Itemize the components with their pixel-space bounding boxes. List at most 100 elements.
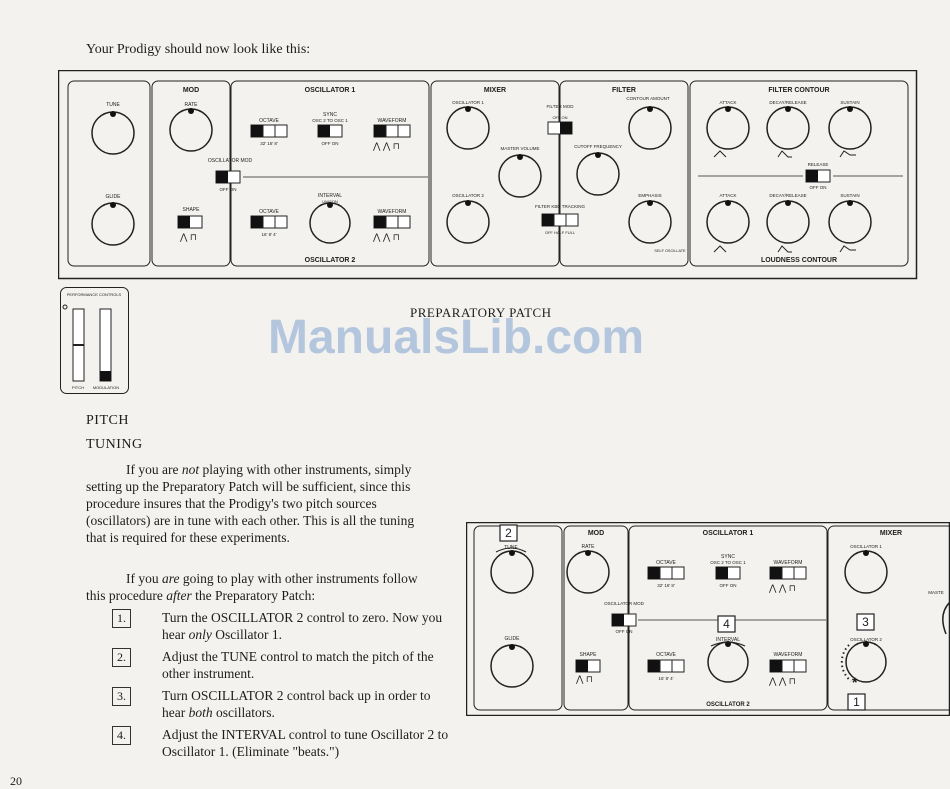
fc-decay-knob <box>766 106 810 150</box>
detail-osc-mod-label: OSCILLATOR MOD <box>604 601 645 606</box>
fc-sustain-label: SUSTAIN <box>840 100 859 105</box>
svg-text:⋀ ⋀ ⊓: ⋀ ⋀ ⊓ <box>768 583 796 593</box>
interval-knob <box>309 202 351 244</box>
step-number: 4. <box>112 726 131 745</box>
heading-pitch: PITCH <box>86 413 129 428</box>
detail-sync-label: SYNC <box>721 554 735 560</box>
detail-rate-label: RATE <box>582 544 596 550</box>
intro-text: Your Prodigy should now look like this: <box>86 42 311 57</box>
interval-label: INTERVAL <box>318 193 342 199</box>
svg-text:1: 1 <box>853 695 860 709</box>
svg-text:2: 2 <box>505 526 512 540</box>
detail-interval-label: INTERVAL <box>716 637 740 643</box>
callout-3 <box>856 613 875 631</box>
step-number: 3. <box>112 687 131 706</box>
sync-sub-label: OSC 2 TO OSC 1 <box>312 118 348 123</box>
mixer-osc1-knob <box>446 106 490 150</box>
osc-mod-off-on: OFF ON <box>220 187 237 192</box>
contour-amount-label: CONTOUR AMOUNT <box>626 96 669 101</box>
detail-master-label: MASTE <box>928 590 944 595</box>
detail-interval-knob <box>707 641 749 683</box>
lc-decay-knob <box>766 200 810 244</box>
detail-sync-sub: OSC 2 TO OSC 1 <box>710 560 746 565</box>
shape-label: SHAPE <box>183 207 201 213</box>
sync-off-on: OFF ON <box>322 141 339 146</box>
detail-off-on: OFF ON <box>616 629 633 634</box>
tune-label: TUNE <box>106 102 120 108</box>
detail-glide-label: GLIDE <box>504 636 520 642</box>
osc2-octave-values: 16' 8' 4' <box>261 232 276 237</box>
filter-kbd-values: OFF HALF FULL <box>545 230 576 235</box>
fc-sustain-knob <box>828 106 872 150</box>
contour-amount-knob <box>628 106 672 150</box>
step-number: 2. <box>112 648 131 667</box>
sync-label: SYNC <box>323 112 337 118</box>
rate-knob <box>169 108 213 152</box>
tune-knob <box>91 111 135 155</box>
watermark: ManualsLib.com <box>268 311 645 364</box>
detail-octave1-values: 32' 16' 8' <box>657 583 675 588</box>
modulation-wheel <box>99 308 112 382</box>
mixer-osc2-label: OSCILLATOR 2 <box>452 193 484 198</box>
detail-rate-knob <box>566 550 610 594</box>
detail-osc2-title: OSCILLATOR 2 <box>706 702 750 708</box>
detail-waveform1-label: WAVEFORM <box>774 560 803 566</box>
paragraph-intro: If you are not playing with other instru… <box>86 462 415 545</box>
filter-contour-title: FILTER CONTOUR <box>768 87 829 94</box>
svg-text:⋀ ⋀ ⊓: ⋀ ⋀ ⊓ <box>372 141 400 151</box>
detail-mixer-osc1-label: OSCILLATOR 1 <box>850 544 882 549</box>
detail-mixer-osc1-knob <box>844 550 888 594</box>
unison-label: UNISON <box>322 199 338 204</box>
lc-attack-knob <box>706 200 750 244</box>
fc-decay-label: DECAY/RELEASE <box>769 100 806 105</box>
filter-mod-off-on: OFF ON <box>552 115 567 120</box>
callout-4 <box>717 615 736 633</box>
perf-title: PERFORMANCE CONTROLS <box>67 292 122 297</box>
self-osc-label: SELF OSCILLATE <box>654 249 686 253</box>
detail-mixer-title: MIXER <box>880 530 902 537</box>
glide-label: GLIDE <box>105 194 121 200</box>
mixer-osc1-label: OSCILLATOR 1 <box>452 100 484 105</box>
detail-tune-knob <box>490 550 534 594</box>
osc1-octave-values: 32' 16' 8' <box>260 141 278 146</box>
svg-text:⋀ ⋀ ⊓: ⋀ ⋀ ⊓ <box>768 676 796 686</box>
pitch-label: PITCH <box>72 385 84 390</box>
paragraph-procedure: If you are going to play with other inst… <box>86 571 418 603</box>
figure-caption: PREPARATORY PATCH <box>410 305 552 320</box>
rate-label: RATE <box>185 102 199 108</box>
cutoff-knob <box>576 152 620 196</box>
detail-octave1-label: OCTAVE <box>656 560 676 566</box>
osc-mod-label: OSCILLATOR MOD <box>208 158 253 164</box>
svg-text:⋀ ⊓: ⋀ ⊓ <box>179 232 197 242</box>
detail-sync-off-on: OFF ON <box>720 583 737 588</box>
detail-waveform2-label: WAVEFORM <box>774 652 803 658</box>
osc1-title: OSCILLATOR 1 <box>305 87 356 94</box>
detail-shape-label: SHAPE <box>580 652 598 658</box>
lc-decay-label: DECAY/RELEASE <box>769 193 806 198</box>
detail-mixer-osc2-label: OSCILLATOR 2 <box>850 637 882 642</box>
master-volume-label: MASTER VOLUME <box>500 146 539 151</box>
glide-knob <box>91 202 135 246</box>
filter-title: FILTER <box>612 87 636 94</box>
lc-sustain-label: SUSTAIN <box>840 193 859 198</box>
release-off-on: OFF ON <box>810 185 827 190</box>
svg-text:3: 3 <box>862 615 869 629</box>
filter-kbd-label: FILTER KBD TRACKING <box>535 204 586 209</box>
detail-mod-title: MOD <box>588 530 604 537</box>
osc1-waveform-label: WAVEFORM <box>378 118 407 124</box>
lc-attack-label: ATTACK <box>719 193 736 198</box>
osc2-title: OSCILLATOR 2 <box>305 257 356 264</box>
osc2-waveform-label: WAVEFORM <box>378 209 407 215</box>
osc2-octave-label: OCTAVE <box>259 209 279 215</box>
lc-sustain-knob <box>828 200 872 244</box>
master-volume-knob <box>498 154 542 198</box>
emphasis-label: EMPHASIS <box>638 193 661 198</box>
svg-text:⋀ ⊓: ⋀ ⊓ <box>575 674 593 684</box>
mixer-title: MIXER <box>484 87 506 94</box>
detail-osc1-title: OSCILLATOR 1 <box>703 530 754 537</box>
release-label: RELEASE <box>808 162 829 167</box>
detail-glide-knob <box>490 644 534 688</box>
step-number: 1. <box>112 609 131 628</box>
loudness-contour-title: LOUDNESS CONTOUR <box>761 257 837 264</box>
heading-tuning: TUNING <box>86 437 143 452</box>
